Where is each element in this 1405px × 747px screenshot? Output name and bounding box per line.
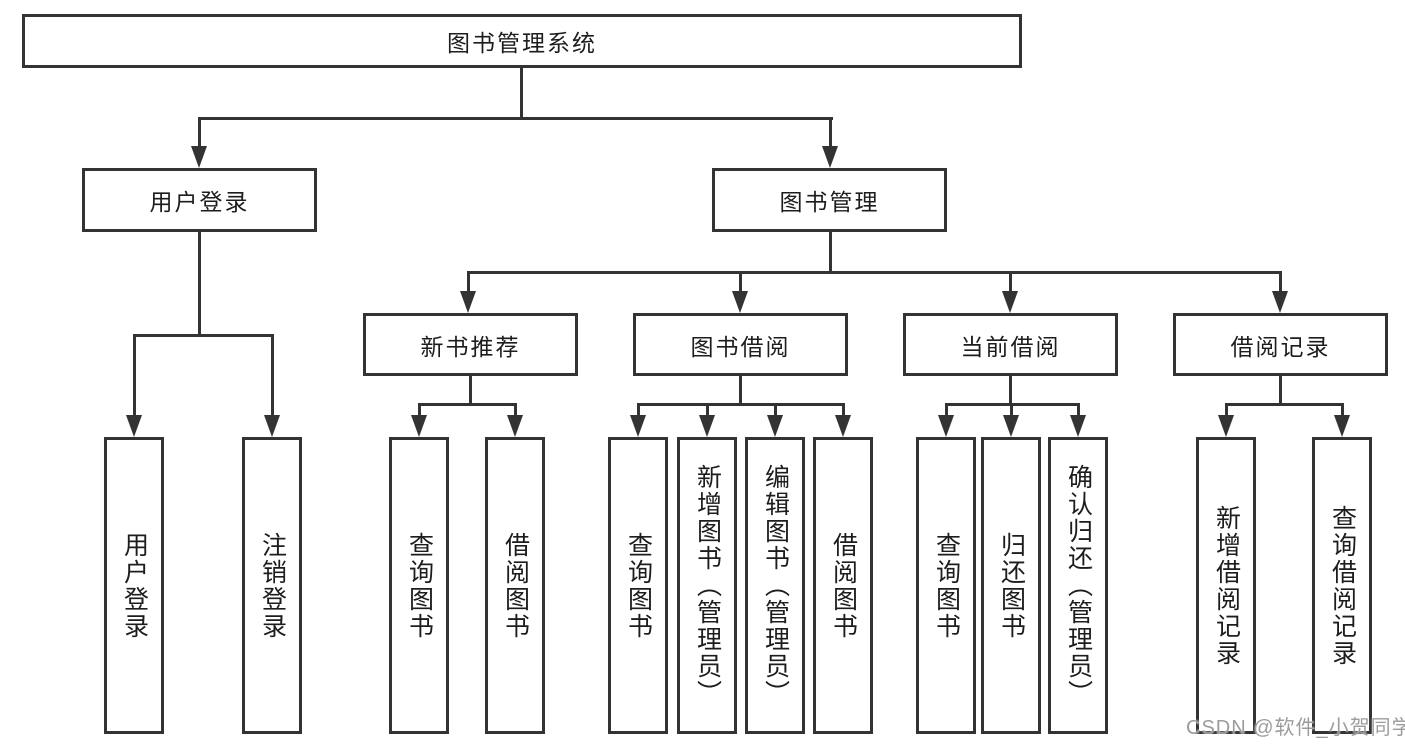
connector-line <box>418 403 517 406</box>
node-new-book-recommend: 新书推荐 <box>363 313 578 376</box>
leaf-label: 归还图书 <box>997 531 1026 640</box>
connector-line <box>945 403 948 417</box>
node-label: 当前借阅 <box>960 333 1061 360</box>
connector-line <box>467 271 470 293</box>
leaf-recommend-borrow-book: 借阅图书 <box>485 437 545 734</box>
leaf-label: 查询图书 <box>932 531 961 640</box>
connector-line <box>467 271 1282 274</box>
leaf-label: 编辑图书（管理员） <box>761 464 790 707</box>
arrowhead-icon <box>767 415 783 437</box>
connector-line <box>842 403 845 417</box>
arrowhead-icon <box>411 415 427 437</box>
arrowhead-icon <box>938 415 954 437</box>
arrowhead-icon <box>126 415 142 437</box>
node-label: 图书管理 <box>779 189 880 215</box>
node-library-management-system: 图书管理系统 <box>22 14 1022 68</box>
connector-line <box>514 403 517 417</box>
connector-line <box>520 67 523 118</box>
arrowhead-icon <box>191 146 207 168</box>
connector-line <box>1009 271 1012 293</box>
leaf-logout: 注销登录 <box>242 437 302 734</box>
arrowhead-icon <box>1070 415 1086 437</box>
leaf-confirm-return-admin: 确认归还（管理员） <box>1048 437 1108 734</box>
arrowhead-icon <box>1218 415 1234 437</box>
leaf-add-book-admin: 新增图书（管理员） <box>677 437 737 734</box>
leaf-recommend-query-book: 查询图书 <box>389 437 449 734</box>
connector-line <box>418 403 421 417</box>
arrowhead-icon <box>630 415 646 437</box>
node-label: 用户登录 <box>149 189 250 215</box>
leaf-label: 新增图书（管理员） <box>693 464 722 707</box>
connector-line <box>198 117 833 120</box>
connector-line <box>1225 403 1228 417</box>
connector-line <box>469 375 472 406</box>
connector-line <box>829 117 832 150</box>
leaf-current-query-book: 查询图书 <box>916 437 976 734</box>
leaf-label: 确认归还（管理员） <box>1064 464 1093 707</box>
leaf-label: 查询图书 <box>624 531 653 640</box>
leaf-query-borrow-record: 查询借阅记录 <box>1312 437 1372 734</box>
leaf-label: 借阅图书 <box>501 531 530 640</box>
node-label: 新书推荐 <box>420 333 521 360</box>
node-book-management: 图书管理 <box>712 168 947 232</box>
connector-line <box>133 334 136 419</box>
leaf-label: 查询图书 <box>405 531 434 640</box>
arrowhead-icon <box>1272 291 1288 313</box>
connector-line <box>829 231 832 273</box>
connector-line <box>271 334 274 419</box>
arrowhead-icon <box>1002 291 1018 313</box>
arrowhead-icon <box>1003 415 1019 437</box>
connector-line <box>637 403 640 417</box>
node-borrowing-records: 借阅记录 <box>1173 313 1388 376</box>
arrowhead-icon <box>264 415 280 437</box>
node-current-borrowing: 当前借阅 <box>903 313 1118 376</box>
arrowhead-icon <box>699 415 715 437</box>
connector-line <box>1279 271 1282 293</box>
leaf-label: 新增借阅记录 <box>1212 504 1241 667</box>
connector-line <box>1010 403 1013 417</box>
arrowhead-icon <box>835 415 851 437</box>
node-book-borrowing: 图书借阅 <box>633 313 848 376</box>
leaf-borrow-query-book: 查询图书 <box>608 437 668 734</box>
leaf-label: 注销登录 <box>258 531 287 640</box>
watermark: CSDN @软件_小贺同学 <box>1186 717 1405 739</box>
connector-line <box>1279 375 1282 406</box>
arrowhead-icon <box>822 146 838 168</box>
arrowhead-icon <box>460 291 476 313</box>
connector-line <box>637 403 845 406</box>
node-user-login: 用户登录 <box>82 168 317 232</box>
connector-line <box>198 117 201 150</box>
leaf-user-login: 用户登录 <box>104 437 164 734</box>
arrowhead-icon <box>1334 415 1350 437</box>
leaf-label: 用户登录 <box>120 531 149 640</box>
node-label: 借阅记录 <box>1230 333 1331 360</box>
connector-line <box>706 403 709 417</box>
connector-line <box>198 231 201 336</box>
node-label: 图书管理系统 <box>447 30 597 56</box>
arrowhead-icon <box>732 291 748 313</box>
connector-line <box>1077 403 1080 417</box>
leaf-label: 查询借阅记录 <box>1328 504 1357 667</box>
connector-line <box>739 375 742 406</box>
connector-line <box>739 271 742 293</box>
connector-line <box>1341 403 1344 417</box>
connector-line <box>1225 403 1344 406</box>
connector-line <box>774 403 777 417</box>
leaf-return-book: 归还图书 <box>981 437 1041 734</box>
leaf-borrow-book: 借阅图书 <box>813 437 873 734</box>
connector-line <box>1009 375 1012 406</box>
leaf-add-borrow-record: 新增借阅记录 <box>1196 437 1256 734</box>
leaf-label: 借阅图书 <box>829 531 858 640</box>
leaf-edit-book-admin: 编辑图书（管理员） <box>745 437 805 734</box>
arrowhead-icon <box>507 415 523 437</box>
connector-line <box>133 334 274 337</box>
node-label: 图书借阅 <box>690 333 791 360</box>
